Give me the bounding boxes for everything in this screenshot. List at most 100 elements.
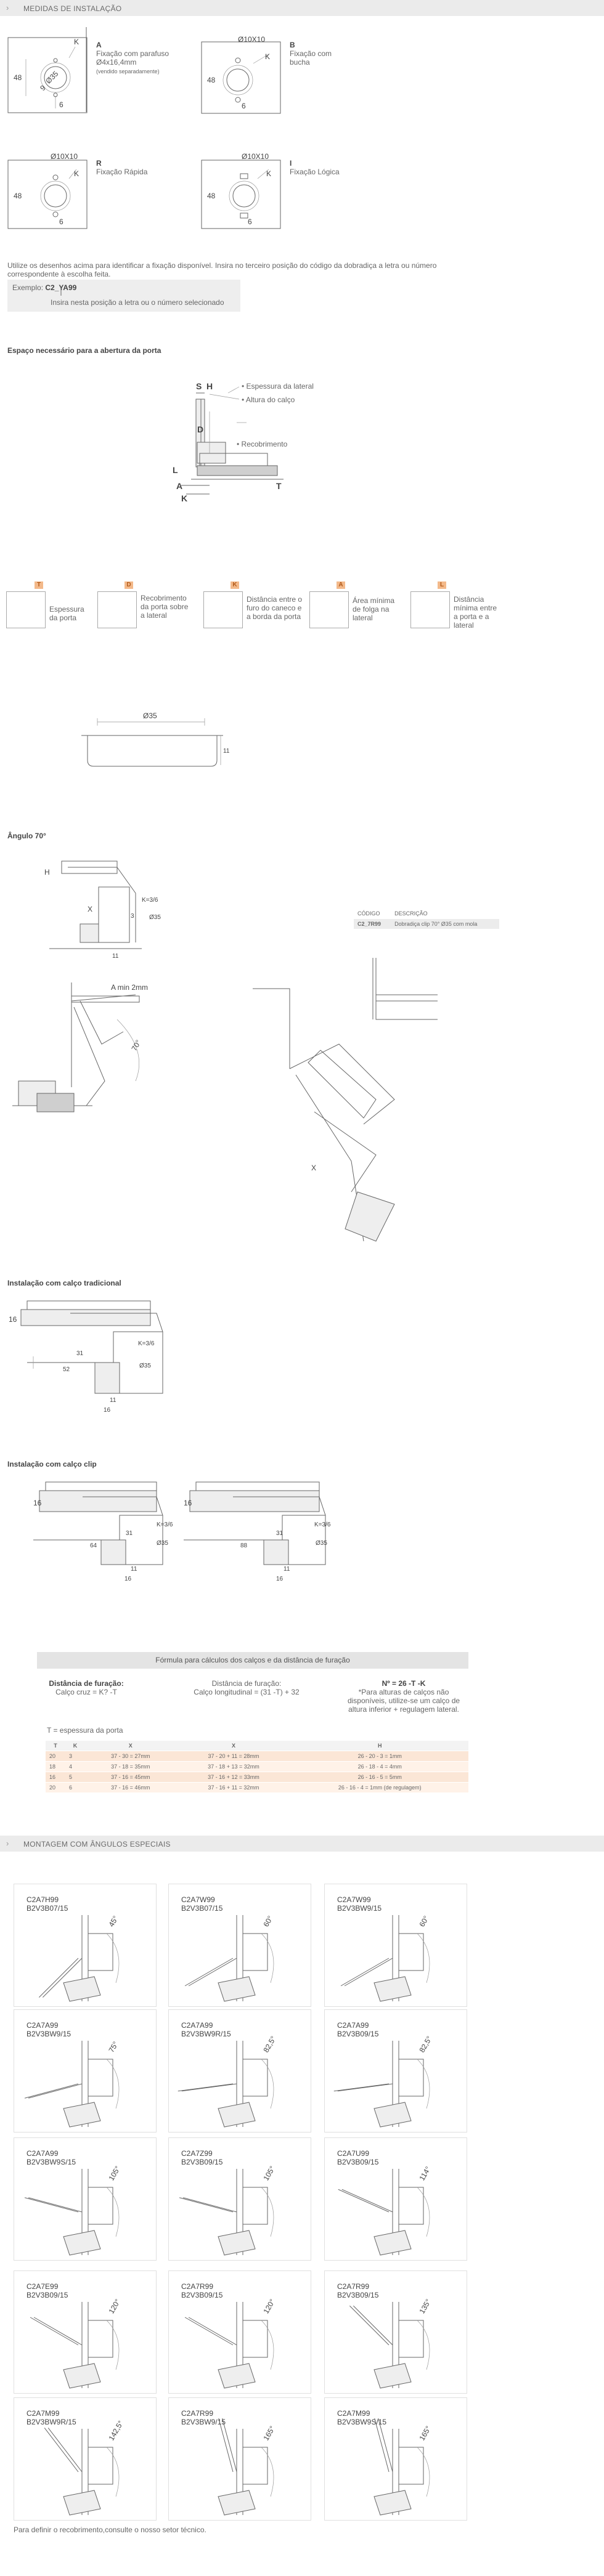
table-row-cell: 6 [65,1782,85,1793]
dim-k-i: K [266,169,271,178]
angle-card-code: C2A7A99 [337,2021,369,2030]
dim-k: K [74,38,79,46]
td-desc: Dobradiça clip 70° Ø35 com mola [391,918,499,930]
angle-card-diagram: 120° [184,2298,277,2389]
angle-card-plate: B2V3B09/15 [337,2158,379,2166]
fixing-letter: R [96,159,102,168]
a70-x2: X [311,1164,316,1172]
letter-K: K [181,493,187,503]
legend-text-l: Distância mínima entre a porta e a later… [454,595,497,630]
table-row-cell: 37 - 16 = 46mm [85,1782,176,1793]
letter-A: A [176,481,182,491]
angle-card-diagram: 45° [39,1914,120,2002]
fixing-letter: I [290,159,292,168]
trad-11: 11 [110,1397,116,1404]
table-row-cell: 37 - 20 + 11 = 28mm [176,1751,292,1762]
section-bar-medidas[interactable]: › MEDIDAS DE INSTALAÇÃO [0,0,604,16]
angle-card-code: C2A7R99 [181,2409,214,2418]
fh-x1: X [85,1741,176,1751]
clip-b-d: Ø35 [316,1540,327,1547]
angle70-top-diagram: H X K=3/6 Ø35 11 3 [44,861,161,960]
dim-6-b: 6 [242,102,246,110]
example-box [7,280,240,312]
formula-table: T K X X H 20 3 37 - 30 = 27mm 37 - 20 + … [46,1741,468,1793]
fixing-letter: A [96,41,102,49]
dim-6: 6 [59,100,63,109]
angle-card-diagram: 105° [179,2165,277,2256]
fixing-line1: Fixação Lógica [290,168,340,176]
angle-card-diagram: 120° [30,2298,122,2389]
clip-a-31: 31 [126,1530,133,1537]
trad-d: Ø35 [139,1363,151,1369]
angle-card-degree: 105° [261,2165,277,2182]
trad-31: 31 [76,1350,84,1357]
legend-text-k: Distância entre o furo do caneco e a bor… [247,595,303,621]
cup-diagram: Ø35 11 [81,711,230,767]
legend-text-d: Recobrimento da porta sobre a lateral [141,594,189,620]
angle70-scene-left: A min 2mm 70° [12,982,148,1112]
hole-dia-r: Ø10X10 [51,152,78,161]
angle-card-degree: 165° [417,2424,433,2442]
label-espessura-text: Espessura da lateral [246,382,314,391]
angle-card-plate: B2V3B09/15 [27,2291,68,2299]
angle-card-degree: 82,5° [261,2035,277,2054]
letter-D: D [197,424,203,434]
angle-card-plate: B2V3B09/15 [181,2158,223,2166]
td-code: C2_7R99 [354,918,391,930]
legend-text-t: Espessura da porta [49,605,84,622]
bullet-icon: • [242,382,245,391]
fh-k: K [65,1741,85,1751]
a70-h: H [44,868,50,877]
fixing-letter: B [290,41,295,49]
angle-card-plate: B2V3BW9/15 [337,1904,382,1913]
clip-a-16: 16 [33,1499,42,1507]
angle-card-code: C2A7R99 [337,2282,370,2291]
a70-11: 11 [112,953,119,960]
angle-card-code: C2A7A99 [27,2021,59,2030]
label-recobrimento: • Recobrimento [237,440,287,448]
angle-card-degree: 135° [417,2298,433,2315]
fixing-i-text: I Fixação Lógica [290,159,357,176]
a70-x: X [88,905,92,913]
a70-min: A min 2mm [111,983,148,992]
section-bar-montagem[interactable]: › MONTAGEM COM ÂNGULOS ESPECIAIS [0,1836,604,1852]
fixing-r-text: R Fixação Rápida [96,159,170,176]
angle-card-degree: 105° [107,2165,122,2182]
example-arrow [60,290,62,296]
letter-L: L [173,465,178,475]
angle-card-plate: B2V3B07/15 [27,1904,68,1913]
legend-tag-a: A [337,581,345,589]
fixing-diagram-b: Ø10X10 48 K 6 [201,35,281,114]
door-heading: Espaço necessário para a abertura da por… [7,346,161,355]
dim-48-r: 48 [14,192,22,200]
fixing-diagram-i: Ø10X10 48 K 6 [201,152,281,229]
dim-k-b: K [265,52,270,61]
formula-col2: Distância de furação: Calço longitudinal… [185,1679,308,1696]
clip-diagram-a: 16 K=3/6 31 64 Ø35 11 16 [33,1481,173,1582]
fixing-diagram-r: Ø10X10 48 K 6 [7,152,88,229]
angle-card-plate: B2V3B09/15 [181,2291,223,2299]
angle-card-code: C2A7M99 [27,2409,60,2418]
example-line: Exemplo: C2_YA99 [12,283,76,292]
fh-t: T [46,1741,65,1751]
fixing-line1: Fixação Rápida [96,168,148,176]
legend-box-k [203,591,243,628]
table-row-cell: 37 - 18 = 35mm [85,1761,176,1772]
hole-dia-i: Ø10X10 [242,152,269,161]
intro-text: Utilize os desenhos acima para identific… [7,261,437,278]
th-descricao: DESCRIÇÃO [391,909,499,919]
hole-dia-b: Ø10X10 [238,35,265,44]
dim-48-b: 48 [207,76,216,84]
